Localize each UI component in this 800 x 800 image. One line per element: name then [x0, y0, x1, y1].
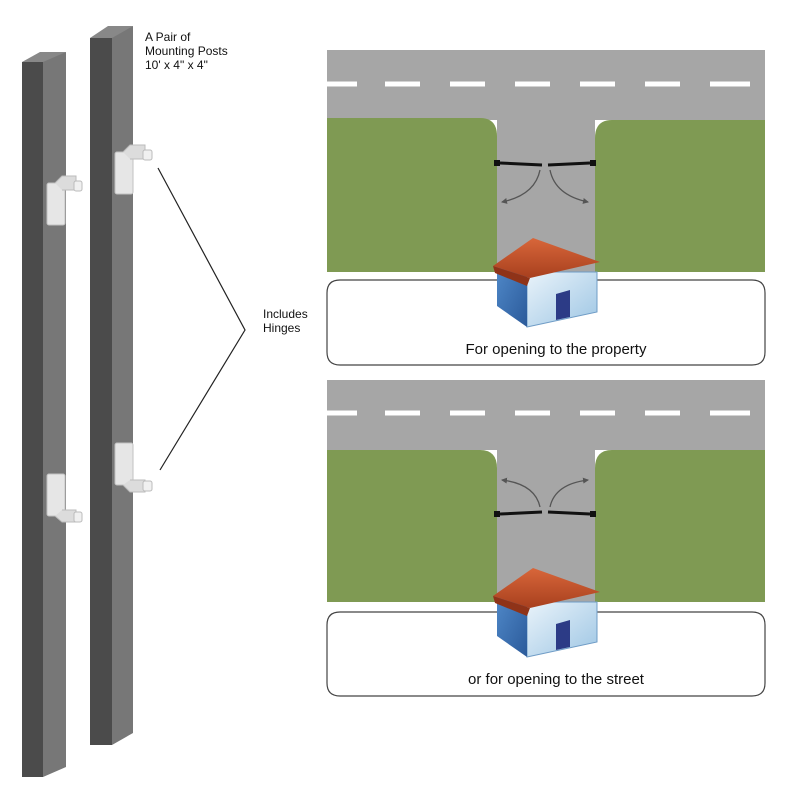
hinges-label-line: Includes — [263, 307, 308, 321]
mounting-post-right — [90, 26, 133, 745]
caption-property: For opening to the property — [466, 341, 647, 358]
hinges-callout-lines — [157, 167, 246, 471]
diagram-opening-to-street: or for opening to the street — [326, 380, 766, 697]
caption-street: or for opening to the street — [468, 671, 645, 688]
lawn-left — [327, 450, 497, 602]
lawn-right — [595, 450, 765, 602]
caption-frame — [326, 279, 766, 366]
posts-label-line: A Pair of — [145, 30, 191, 44]
lawn-left — [327, 118, 497, 272]
hinge-icon — [46, 175, 83, 226]
caption-frame — [326, 611, 766, 697]
posts-label: A Pair of Mounting Posts 10' x 4" x 4" — [145, 30, 228, 72]
gate-inward — [494, 160, 596, 204]
hinge-icon — [46, 473, 83, 523]
hinges-label-line: Hinges — [263, 321, 301, 335]
gate-outward — [494, 477, 596, 517]
hinges-label: Includes Hinges — [263, 307, 308, 335]
lawn-right — [595, 120, 765, 272]
posts-label-line: 10' x 4" x 4" — [145, 58, 208, 72]
mounting-post-left — [22, 52, 66, 777]
hinge-icon — [114, 442, 153, 493]
house-icon — [493, 568, 600, 658]
house-icon — [493, 238, 600, 328]
hinge-icon — [114, 144, 153, 195]
posts-label-line: Mounting Posts — [145, 44, 228, 58]
diagram-opening-to-property: For opening to the property — [326, 50, 766, 366]
